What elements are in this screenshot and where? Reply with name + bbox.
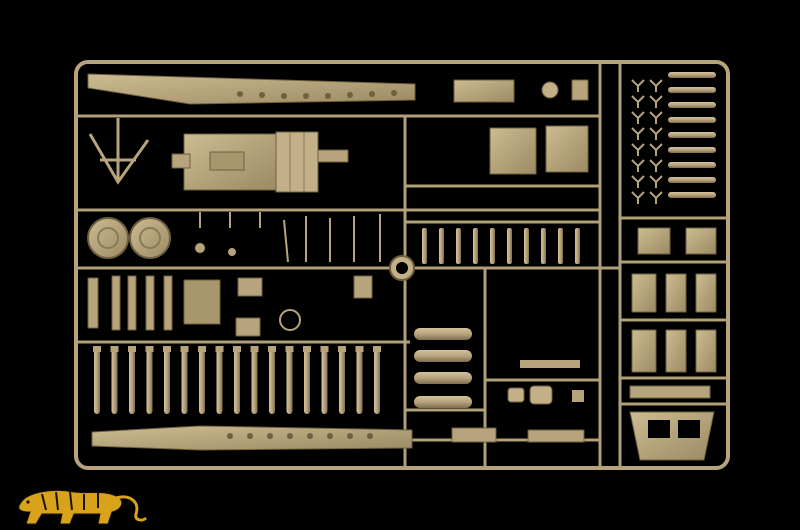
rod-part [668, 192, 716, 198]
rod-part [339, 350, 345, 414]
cylinder-parts [414, 328, 472, 408]
rod-part [129, 350, 135, 414]
rod-part [286, 350, 293, 414]
rod-part [269, 350, 275, 414]
y-part [631, 143, 645, 156]
a-frame-part [88, 118, 150, 185]
long-hull-part-top [87, 73, 416, 105]
rod-part [199, 350, 205, 414]
y-part [631, 159, 645, 172]
rod-part [439, 228, 444, 264]
rod-part [490, 228, 495, 264]
small-fittings [195, 212, 381, 263]
y-part [631, 175, 645, 188]
y-part [631, 127, 645, 140]
engine-deck-plate [171, 131, 349, 193]
y-part [649, 159, 663, 172]
rod-part [356, 350, 363, 414]
rod-part [94, 350, 100, 414]
rod-part [668, 117, 716, 123]
y-part [649, 191, 663, 204]
rod-part [507, 228, 512, 264]
sprue-runners [76, 62, 728, 468]
long-hull-part-bottom [91, 425, 413, 451]
rod-part [146, 350, 153, 414]
y-part [649, 127, 663, 140]
rod-part [473, 228, 478, 264]
rod-part [216, 350, 223, 414]
y-shaped-parts [631, 79, 663, 204]
y-part [631, 79, 645, 92]
rod-part [668, 72, 716, 78]
rod-part [668, 147, 716, 153]
axle-assembly [451, 360, 585, 443]
rod-part [558, 228, 563, 264]
rod-part [321, 350, 328, 414]
rod-part [524, 228, 529, 264]
rod-part [251, 350, 258, 414]
right-column-plates [629, 227, 717, 461]
vertical-rod-row-middle [422, 228, 580, 264]
rod-part [668, 132, 716, 138]
rod-part [668, 162, 716, 168]
rod-part [668, 87, 716, 93]
rod-part [541, 228, 546, 264]
top-middle-parts [453, 79, 589, 175]
sprue-frame [74, 60, 730, 470]
rod-part [234, 350, 240, 414]
tiger-logo-icon [18, 490, 148, 525]
y-part [631, 95, 645, 108]
rod-part [422, 228, 427, 264]
right-column-rods [668, 72, 716, 198]
rod-part [304, 350, 310, 414]
rod-part [111, 350, 118, 414]
rod-part [181, 350, 188, 414]
y-part [649, 143, 663, 156]
y-part [649, 175, 663, 188]
rod-part [164, 350, 170, 414]
y-part [631, 111, 645, 124]
track-link-parts [87, 275, 373, 337]
rod-part [374, 350, 380, 414]
y-part [649, 95, 663, 108]
horizontal-rod-parts [490, 280, 590, 342]
y-part [631, 191, 645, 204]
rod-part [456, 228, 461, 264]
idler-ring [389, 255, 415, 281]
vertical-rod-row [93, 346, 381, 414]
road-wheels [87, 217, 171, 259]
rod-part [668, 177, 716, 183]
y-part [649, 79, 663, 92]
y-part [649, 111, 663, 124]
rod-part [668, 102, 716, 108]
rod-part [575, 228, 580, 264]
